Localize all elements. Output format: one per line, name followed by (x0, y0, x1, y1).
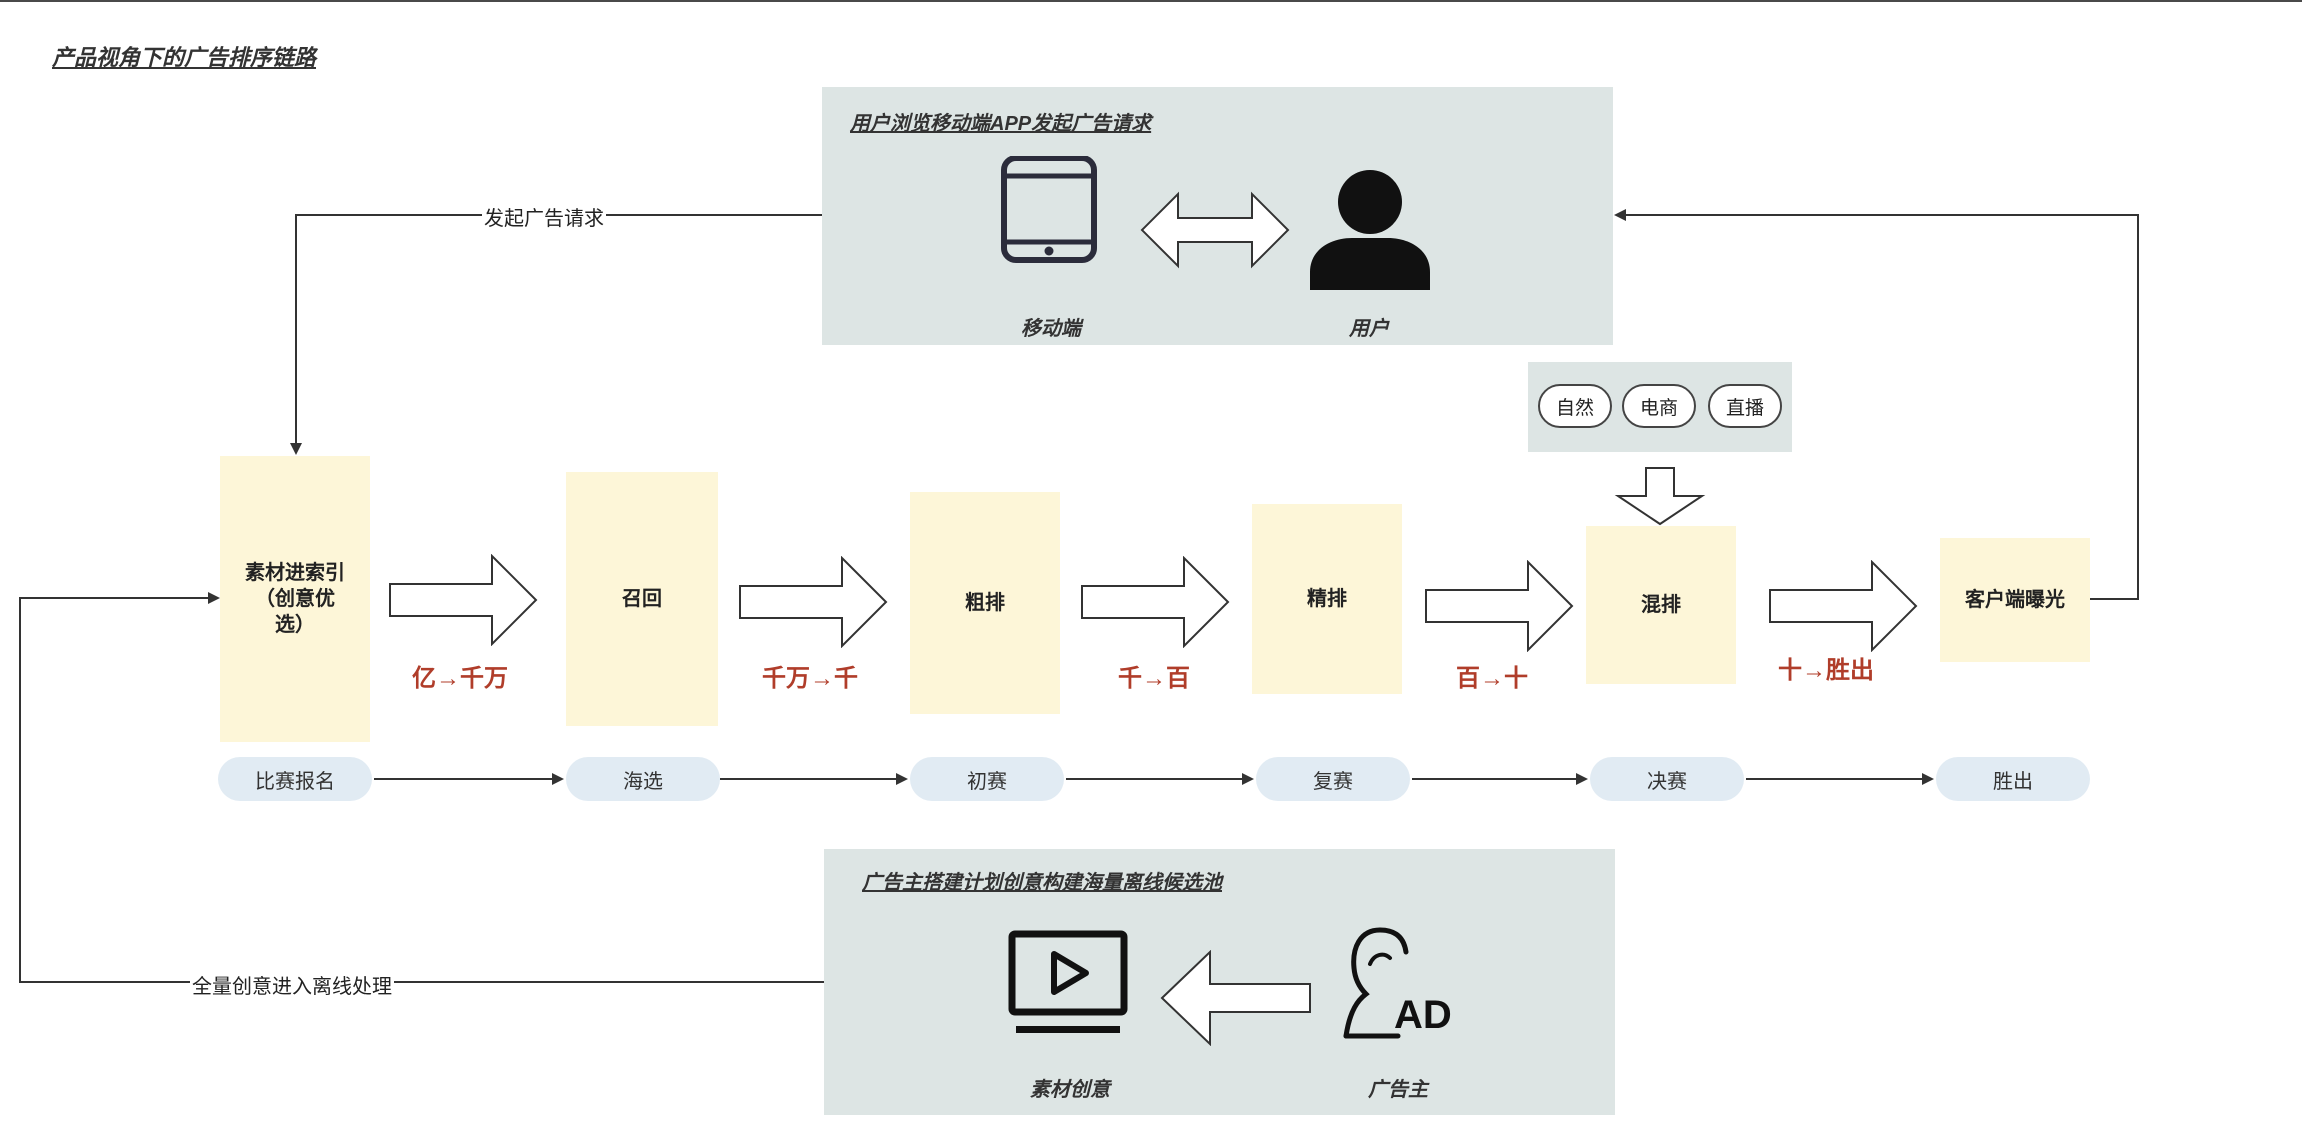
user-label: 用户 (1349, 318, 1389, 340)
competition-pill: 海选 (566, 757, 720, 801)
video-creative-icon (1008, 930, 1128, 1033)
stage-index: 素材进索引 （创意优 选） (220, 456, 370, 742)
competition-pill: 胜出 (1936, 757, 2090, 801)
ad-icon-text: AD (1394, 993, 1452, 1037)
stage-mix-rank: 混排 (1586, 526, 1736, 684)
mobile-phone-icon (1001, 156, 1097, 263)
advertiser-label: 广告主 (1368, 1079, 1428, 1101)
advertiser-icon: AD (1343, 927, 1452, 1039)
bottom-panel-title: 广告主搭建计划创意构建海量离线候选池 (862, 872, 1222, 894)
ratio-label: 亿→千万 (412, 665, 508, 692)
competition-pill: 复赛 (1256, 757, 1410, 801)
ratio-label: 千→百 (1118, 665, 1190, 692)
top-panel (822, 87, 1613, 345)
flow-arrow-icon (1425, 560, 1574, 652)
ratio-label: 百→十 (1456, 665, 1528, 692)
offline-edge-label: 全量创意进入离线处理 (190, 970, 394, 999)
stage-coarse-rank: 粗排 (910, 492, 1060, 714)
top-border (0, 0, 2302, 2)
competition-pill: 比赛报名 (218, 757, 372, 801)
left-arrow-icon (1160, 950, 1311, 1046)
user-icon (1310, 170, 1430, 290)
diagram-title: 产品视角下的广告排序链路 (52, 45, 317, 70)
competition-pill: 决赛 (1590, 757, 1744, 801)
mix-source-tag: 直播 (1708, 384, 1782, 428)
flow-arrow-icon (739, 556, 888, 648)
mix-source-tag: 电商 (1622, 384, 1696, 428)
top-panel-title: 用户浏览移动端APP发起广告请求 (850, 113, 1152, 135)
bidirectional-arrow-icon (1140, 191, 1290, 269)
creative-label: 素材创意 (1030, 1079, 1110, 1101)
device-label: 移动端 (1021, 318, 1081, 340)
ratio-label: 千万→千 (762, 665, 858, 692)
stage-fine-rank: 精排 (1252, 504, 1402, 694)
ratio-label: 十→胜出 (1778, 657, 1874, 684)
mix-source-tag: 自然 (1538, 384, 1612, 428)
stage-recall: 召回 (566, 472, 718, 726)
flow-arrow-icon (1769, 560, 1918, 652)
bottom-panel (824, 849, 1615, 1115)
competition-pill: 初赛 (910, 757, 1064, 801)
flow-arrow-icon (389, 554, 538, 646)
flow-arrow-icon (1081, 556, 1230, 648)
down-arrow-icon (1614, 467, 1706, 526)
request-edge-label: 发起广告请求 (482, 202, 606, 231)
stage-client-exposure: 客户端曝光 (1940, 538, 2090, 662)
